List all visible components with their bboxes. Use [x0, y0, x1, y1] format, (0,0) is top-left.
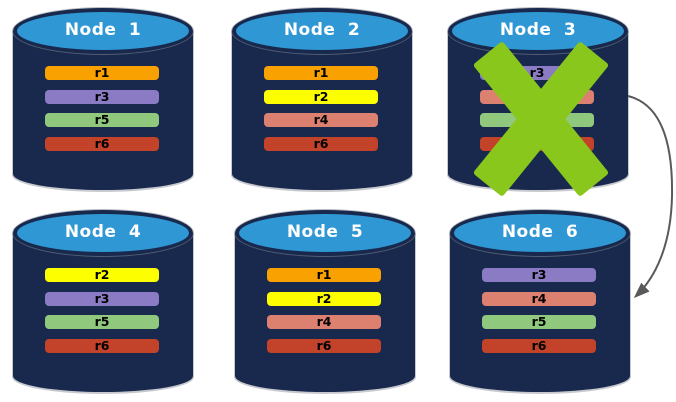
replica-label: r2: [94, 267, 110, 282]
node-title: Node 6: [501, 222, 579, 242]
replica-label: r3: [531, 267, 547, 282]
replica-label: r1: [316, 267, 332, 282]
replica-list: r2 r3 r5 r6: [45, 268, 159, 353]
replica-label: r5: [94, 314, 110, 329]
replica-bar: r5: [482, 315, 596, 329]
replica-label: r1: [313, 65, 329, 80]
replica-label: r4: [313, 112, 329, 127]
replica-label: r6: [94, 337, 110, 353]
node-5-cylinder: Node 5 r1 r2 r4 r6: [235, 210, 415, 392]
replica-bar: r4: [267, 315, 381, 329]
replica-label: r2: [313, 88, 329, 104]
node-4-cylinder: Node 4 r2 r3 r5 r6: [13, 210, 193, 392]
replica-list: r3 r4 r5 r6: [482, 268, 596, 353]
replica-bar: r4: [264, 113, 378, 127]
replica-bar: r4: [482, 290, 596, 306]
node-2-cylinder: Node 2 r1 r2 r4 r6: [232, 8, 412, 190]
replica-bar: r6: [45, 337, 159, 353]
node-title: Node 3: [499, 20, 577, 40]
cylinder-body: [450, 233, 630, 392]
replica-list: r1 r2 r4 r6: [264, 66, 378, 151]
replica-bar: r5: [45, 315, 159, 329]
replica-bar: r6: [264, 135, 378, 151]
replica-label: r6: [94, 135, 110, 151]
replica-list: r1 r2 r4 r6: [267, 268, 381, 353]
replica-bar: r6: [267, 337, 381, 353]
replica-bar: r5: [45, 113, 159, 127]
replica-label: r2: [316, 290, 332, 306]
cylinder-top: Node 6: [450, 210, 630, 256]
arrow-curve: [627, 95, 674, 299]
replica-label: r3: [94, 88, 110, 104]
replica-bar: r1: [45, 66, 159, 80]
node-6-cylinder: Node 6 r3 r4 r5 r6: [450, 210, 630, 392]
cylinder-body: [13, 31, 193, 190]
node-1-cylinder: Node 1 r1 r3 r5 r6: [13, 8, 193, 190]
cylinder-body: [235, 233, 415, 392]
node-title: Node 4: [64, 222, 142, 242]
replica-bar: r2: [267, 290, 381, 306]
replica-bar: r2: [45, 268, 159, 282]
cylinder-body: [13, 233, 193, 392]
replica-bar: r1: [264, 66, 378, 80]
cylinder-body: [232, 31, 412, 190]
cylinder-top: Node 1: [13, 8, 193, 54]
replica-bar: r3: [45, 88, 159, 104]
replica-label: r5: [94, 112, 110, 127]
replica-bar: r3: [482, 268, 596, 282]
replica-label: r1: [94, 65, 110, 80]
replica-label: r4: [316, 314, 332, 329]
node-title: Node 1: [64, 20, 142, 40]
node-title: Node 2: [283, 20, 361, 40]
node-title: Node 5: [286, 222, 364, 242]
replica-label: r6: [531, 337, 547, 353]
replica-bar: r6: [482, 337, 596, 353]
cylinder-top: Node 5: [235, 210, 415, 256]
replica-bar: r2: [264, 88, 378, 104]
cylinder-top: Node 3: [448, 8, 628, 54]
replica-bar: r6: [45, 135, 159, 151]
replica-label: r6: [316, 337, 332, 353]
replica-label: r4: [531, 290, 547, 306]
failure-x-icon: [456, 40, 626, 198]
replica-label: r6: [313, 135, 329, 151]
replica-bar: r3: [45, 290, 159, 306]
replica-label: r3: [529, 65, 545, 80]
replica-list: r1 r3 r5 r6: [45, 66, 159, 151]
cylinder-top: Node 4: [13, 210, 193, 256]
replica-label: r5: [531, 314, 547, 329]
replica-label: r3: [94, 290, 110, 306]
replica-bar: r1: [267, 268, 381, 282]
cylinder-top: Node 2: [232, 8, 412, 54]
